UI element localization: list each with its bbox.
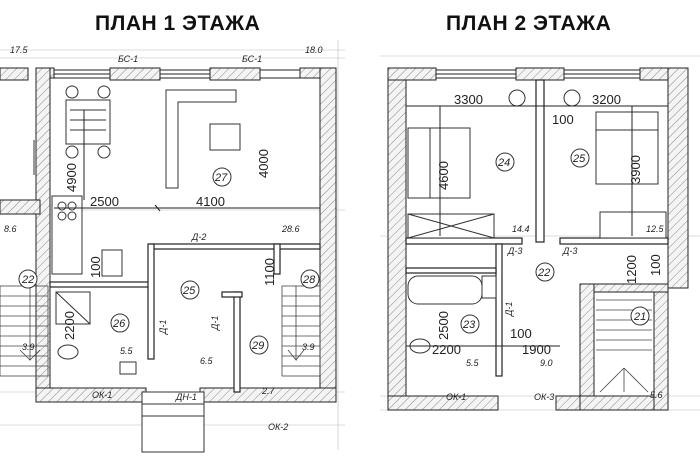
f2-door-d3a: Д-3 (507, 246, 522, 256)
f2-dim-100c: 100 (510, 326, 532, 341)
f1-room-29: 29 (251, 340, 264, 352)
floor2-plan: 3300 3200 100 4600 3900 1200 100 2500 10… (380, 55, 700, 411)
floor1-plan: 17.5 18.0 БС-1 БС-1 4900 2500 4100 4000 … (0, 40, 345, 453)
dining-table (65, 85, 111, 159)
f1-window-dn1: ДН-1 (175, 392, 197, 402)
f2-dim-100b: 100 (648, 254, 663, 276)
f2-dim-3200: 3200 (592, 92, 621, 107)
f1-dim-4900: 4900 (64, 163, 79, 192)
f1-corner-left: 17.5 (10, 45, 29, 55)
f2-dim-2200: 2200 (432, 342, 461, 357)
f1-dim-2500: 2500 (90, 194, 119, 209)
bed-right (595, 111, 659, 185)
f2-area-5-5: 5.5 (466, 358, 480, 368)
f2-area-9-0: 9.0 (540, 358, 553, 368)
floor1-title: ПЛАН 1 ЭТАЖА (95, 12, 261, 35)
f2-dim-100a: 100 (552, 112, 574, 127)
f2-dim-4600: 4600 (436, 161, 451, 190)
f2-dim-1900: 1900 (522, 342, 551, 357)
f2-dim-3300: 3300 (454, 92, 483, 107)
f2-room-23: 23 (462, 319, 476, 331)
f1-dim-4100: 4100 (196, 194, 225, 209)
f2-room-22: 22 (537, 267, 550, 279)
sofa (165, 89, 241, 189)
f1-room-27: 27 (214, 172, 228, 184)
f2-area-12-5: 12.5 (646, 224, 665, 234)
f1-area-2-7: 2.7 (261, 386, 276, 396)
f1-window-top-left: БС-1 (118, 54, 138, 64)
f1-area-5-5: 5.5 (120, 346, 134, 356)
f1-window-ok2: ОК-2 (268, 422, 288, 432)
stairs-right (281, 285, 321, 377)
f2-dim-1200: 1200 (624, 255, 639, 284)
f1-corner-right: 18.0 (305, 45, 323, 55)
f2-room-24: 24 (497, 157, 510, 169)
f1-area-right: 28.6 (281, 224, 300, 234)
f1-room-26: 26 (112, 318, 126, 330)
f2-door-d1: Д-1 (504, 302, 514, 317)
f2-area-14-4: 14.4 (512, 224, 530, 234)
f2-room-21: 21 (633, 311, 646, 323)
f2-window-ok1: ОК-1 (446, 392, 466, 402)
kitchen-counter (51, 195, 123, 277)
f1-window-ok1: ОК-1 (92, 390, 112, 400)
f1-area-left: 8.6 (4, 224, 17, 234)
f1-dim-4000: 4000 (256, 149, 271, 178)
f1-door-d1b: Д-1 (210, 316, 220, 331)
f1-room-22: 22 (21, 274, 34, 286)
f1-window-top-right: БС-1 (242, 54, 262, 64)
f2-window-ok3: ОК-3 (534, 392, 554, 402)
f1-door-d2: Д-2 (191, 232, 206, 242)
f2-area-5-6: 5.6 (650, 390, 663, 400)
floor2-title: ПЛАН 2 ЭТАЖА (446, 12, 612, 35)
f1-area-6-5: 6.5 (200, 356, 214, 366)
f2-door-d3b: Д-3 (562, 246, 577, 256)
f1-dim-1100: 1100 (262, 258, 277, 286)
f1-room-25: 25 (182, 285, 196, 297)
bathroom-fixtures (55, 291, 137, 375)
bed-left (407, 127, 471, 199)
f1-room-28: 28 (302, 274, 316, 286)
f1-dim-2200: 2200 (62, 311, 77, 340)
f1-door-d1a: Д-1 (158, 320, 168, 335)
f1-dim-100: 100 (88, 256, 103, 278)
f1-area-3-9-right: 3.9 (302, 342, 315, 352)
f2-dim-2500: 2500 (436, 311, 451, 340)
f2-room-25: 25 (572, 153, 586, 165)
f2-dim-3900: 3900 (628, 155, 643, 184)
f1-area-3-9-left: 3.9 (22, 342, 35, 352)
